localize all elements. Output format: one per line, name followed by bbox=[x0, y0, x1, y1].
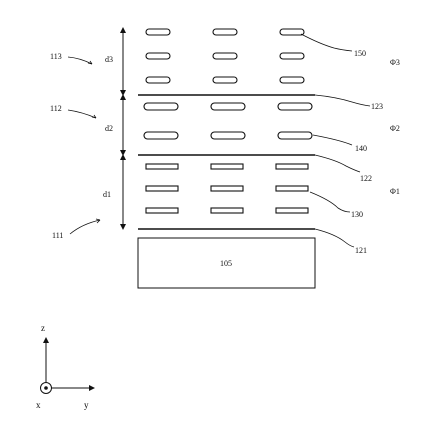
leader-111 bbox=[69, 219, 101, 235]
label-150: 150 bbox=[354, 49, 366, 58]
small-rod-element-r2-c3 bbox=[279, 52, 305, 60]
leader-123 bbox=[314, 94, 371, 107]
layer-1-flat-elements bbox=[145, 163, 309, 214]
small-rod-element-r1-c1 bbox=[145, 28, 171, 36]
label-112: 112 bbox=[50, 104, 62, 113]
flat-element-r1-c2 bbox=[210, 163, 244, 170]
label-111: 111 bbox=[52, 231, 63, 240]
leader-140 bbox=[312, 134, 353, 146]
label-140: 140 bbox=[355, 144, 367, 153]
small-rod-element-r2-c1 bbox=[145, 52, 171, 60]
axis-label-x: x bbox=[36, 400, 41, 410]
rod-element-r2-c2 bbox=[210, 131, 246, 140]
flat-element-r3-c3 bbox=[275, 207, 309, 214]
small-rod-element-r3-c3 bbox=[279, 76, 305, 84]
rod-element-r1-c3 bbox=[277, 102, 313, 111]
flat-element-r3-c1 bbox=[145, 207, 179, 214]
rod-element-r2-c1 bbox=[143, 131, 179, 140]
leader-130 bbox=[309, 191, 351, 213]
small-rod-element-r3-c1 bbox=[145, 76, 171, 84]
label-105: 105 bbox=[220, 259, 232, 268]
dim-label-d3: d3 bbox=[105, 55, 113, 64]
small-rod-element-r1-c2 bbox=[212, 28, 238, 36]
rod-element-r2-c3 bbox=[277, 131, 313, 140]
leader-112 bbox=[67, 109, 97, 119]
leader-150 bbox=[300, 33, 353, 52]
label-113: 113 bbox=[50, 52, 62, 61]
x-axis-dot bbox=[44, 386, 48, 390]
dim-label-d2: d2 bbox=[105, 124, 113, 133]
layer-2-rod-elements bbox=[143, 102, 313, 140]
small-rod-element-r1-c3 bbox=[279, 28, 305, 36]
flat-element-r2-c2 bbox=[210, 185, 244, 192]
flat-element-r1-c3 bbox=[275, 163, 309, 170]
leader-121 bbox=[314, 228, 355, 248]
flat-element-r1-c1 bbox=[145, 163, 179, 170]
leader-113 bbox=[67, 56, 93, 65]
leader-122 bbox=[314, 154, 361, 173]
x-axis-out-of-page-icon bbox=[40, 382, 52, 394]
label-123: 123 bbox=[371, 102, 383, 111]
label-121: 121 bbox=[355, 246, 367, 255]
phi-label-3: Φ3 bbox=[390, 58, 400, 67]
small-rod-element-r3-c2 bbox=[212, 76, 238, 84]
flat-element-r2-c1 bbox=[145, 185, 179, 192]
dim-label-d1: d1 bbox=[103, 190, 111, 199]
rod-element-r1-c2 bbox=[210, 102, 246, 111]
rod-element-r1-c1 bbox=[143, 102, 179, 111]
axis-label-z: z bbox=[41, 323, 45, 333]
small-rod-element-r2-c2 bbox=[212, 52, 238, 60]
phi-label-1: Φ1 bbox=[390, 187, 400, 196]
phi-label-2: Φ2 bbox=[390, 124, 400, 133]
label-130: 130 bbox=[351, 210, 363, 219]
layer-3-small-rod-elements bbox=[145, 28, 305, 84]
label-122: 122 bbox=[360, 174, 372, 183]
flat-element-r3-c2 bbox=[210, 207, 244, 214]
flat-element-r2-c3 bbox=[275, 185, 309, 192]
axis-label-y: y bbox=[84, 400, 89, 410]
substrate-105 bbox=[137, 237, 316, 289]
